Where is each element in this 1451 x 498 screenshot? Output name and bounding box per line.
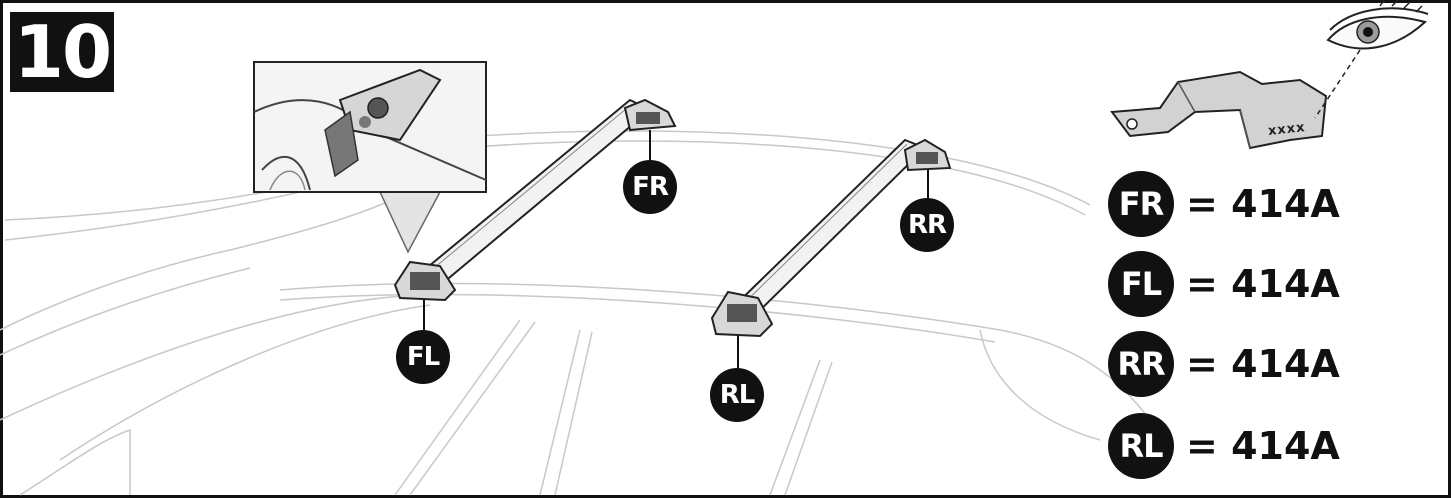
detail-zoom	[253, 61, 487, 254]
legend-value-fl: = 414A	[1186, 262, 1340, 306]
legend-badge-fl: FL	[1108, 251, 1174, 317]
legend-row-rl: RL = 414A	[1108, 413, 1340, 479]
badge-front-left: FL	[396, 330, 450, 384]
rear-roof-bar	[710, 138, 952, 368]
legend-badge-rr: RR	[1108, 331, 1174, 397]
legend-row-fr: FR = 414A	[1108, 171, 1340, 237]
badge-rear-left: RL	[710, 368, 764, 422]
legend-value-fr: = 414A	[1186, 182, 1340, 226]
legend-row-fl: FL = 414A	[1108, 251, 1340, 317]
badge-front-right: FR	[623, 160, 677, 214]
bracket-part	[1110, 70, 1328, 150]
eye-icon	[1314, 0, 1429, 119]
legend-value-rl: = 414A	[1186, 424, 1340, 468]
legend-badge-fr: FR	[1108, 171, 1174, 237]
legend-badge-rl: RL	[1108, 413, 1174, 479]
legend-row-rr: RR = 414A	[1108, 331, 1340, 397]
badge-rear-right: RR	[900, 198, 954, 252]
step-number-badge: 10	[10, 12, 114, 92]
car-outline	[0, 130, 1151, 496]
front-roof-bar	[393, 98, 677, 330]
legend-value-rr: = 414A	[1186, 342, 1340, 386]
